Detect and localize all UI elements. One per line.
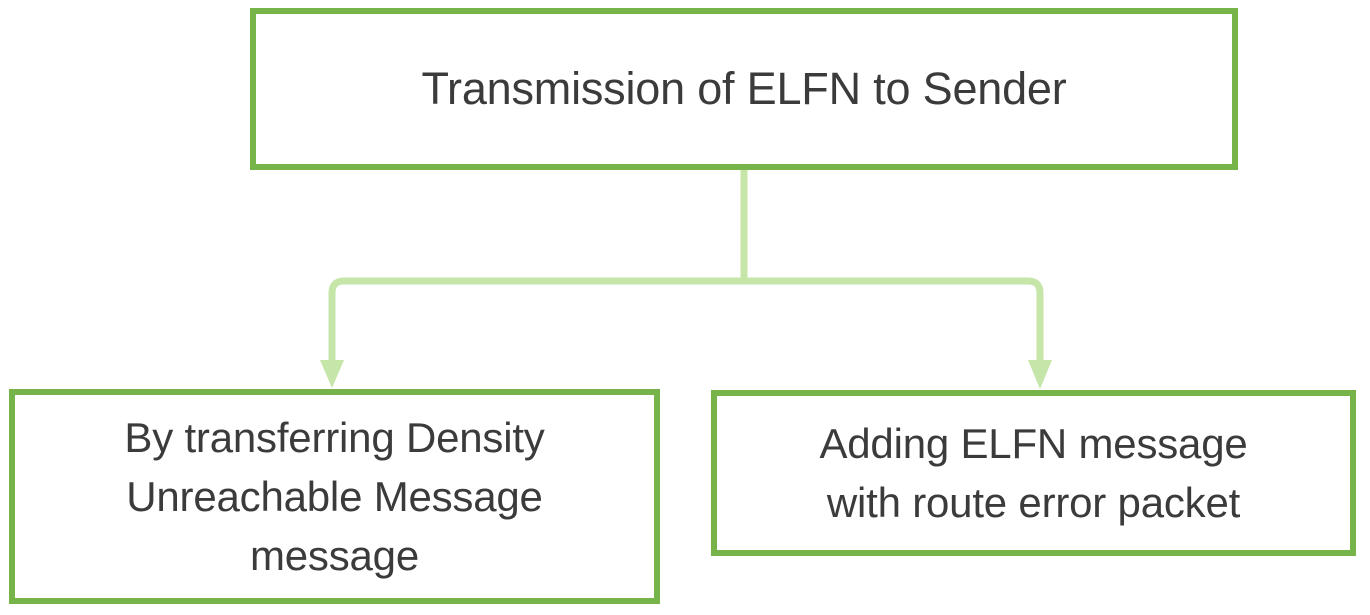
edge-root-to-left — [328, 277, 744, 362]
arrowhead-left-icon — [320, 360, 344, 388]
node-adding-elfn-message-with-route-error-packet[interactable]: Adding ELFN message with route error pac… — [711, 390, 1356, 556]
node-label: Transmission of ELFN to Sender — [421, 63, 1067, 114]
node-by-transferring-density-unreachable-message[interactable]: By transferring Density Unreachable Mess… — [9, 389, 660, 604]
node-transmission-of-elfn-to-sender[interactable]: Transmission of ELFN to Sender — [250, 8, 1238, 170]
node-label: Adding ELFN message with route error pac… — [819, 420, 1248, 526]
edge-root-to-right — [744, 277, 1044, 362]
arrowhead-right-icon — [1028, 360, 1052, 389]
node-label: By transferring Density Unreachable Mess… — [124, 414, 545, 579]
